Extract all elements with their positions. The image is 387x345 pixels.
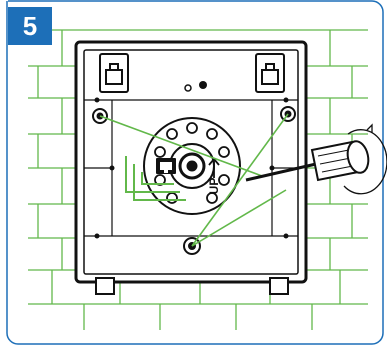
up-label: UP [207, 178, 221, 195]
alignment-lines [99, 113, 289, 247]
screwdriver-icon [245, 140, 370, 182]
lock-icon [255, 53, 285, 93]
screw-hole-top [184, 84, 192, 92]
step-number-badge: 5 [8, 7, 52, 45]
indicator-dot [199, 81, 207, 89]
lock-icon [99, 53, 129, 93]
network-port-icon [156, 158, 176, 174]
frame-border [6, 0, 384, 345]
cable-guide-lines [125, 156, 186, 201]
